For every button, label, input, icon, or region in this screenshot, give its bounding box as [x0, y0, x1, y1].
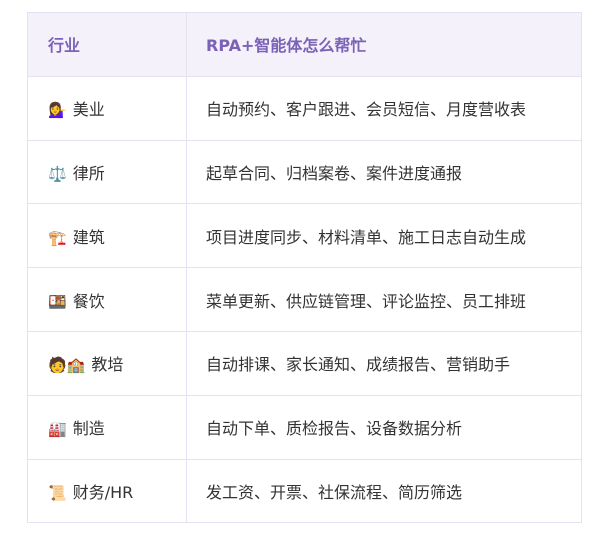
- construction-crane-icon: 🏗️: [48, 228, 67, 247]
- scroll-icon: 📜: [48, 483, 67, 502]
- industry-table: 行业 RPA+智能体怎么帮忙 💁‍♀️ 美业 自动预约、客户跟进、会员短信、月度营收…: [27, 12, 582, 524]
- woman-tipping-hand-icon: 💁‍♀️: [48, 101, 67, 120]
- help-cell: 自动预约、客户跟进、会员短信、月度营收表: [186, 75, 582, 141]
- help-cell: 发工资、开票、社保流程、简历筛选: [186, 458, 582, 524]
- help-cell: 自动排课、家长通知、成绩报告、营销助手: [186, 330, 582, 396]
- industry-label: 美业: [72, 100, 105, 120]
- factory-icon: 🏭: [48, 420, 67, 439]
- help-cell: 项目进度同步、材料清单、施工日志自动生成: [186, 203, 582, 269]
- help-cell: 菜单更新、供应链管理、评论监控、员工排班: [186, 267, 582, 332]
- header-industry: 行业: [27, 12, 187, 77]
- help-cell: 起草合同、归档案卷、案件进度通报: [186, 139, 582, 205]
- table-header-row: 行业 RPA+智能体怎么帮忙: [27, 12, 582, 77]
- table-row: ⚖️ 律所 起草合同、归档案卷、案件进度通报: [27, 139, 582, 205]
- table-row: 💁‍♀️ 美业 自动预约、客户跟进、会员短信、月度营收表: [27, 75, 582, 141]
- teacher-school-icon: 🧑🏫: [48, 356, 86, 375]
- industry-label: 律所: [72, 163, 105, 183]
- industry-cell: 🏭 制造: [27, 394, 187, 460]
- industry-cell: 🧑🏫 教培: [27, 330, 187, 396]
- header-help: RPA+智能体怎么帮忙: [186, 12, 582, 77]
- table-row: 🍱 餐饮 菜单更新、供应链管理、评论监控、员工排班: [27, 267, 582, 332]
- industry-label: 教培: [91, 355, 124, 375]
- industry-label: 制造: [72, 419, 105, 439]
- industry-cell: 🍱 餐饮: [27, 267, 187, 332]
- industry-label: 建筑: [72, 227, 105, 247]
- industry-cell: 🏗️ 建筑: [27, 203, 187, 269]
- table-row: 🏭 制造 自动下单、质检报告、设备数据分析: [27, 394, 582, 460]
- help-cell: 自动下单、质检报告、设备数据分析: [186, 394, 582, 460]
- industry-cell: ⚖️ 律所: [27, 139, 187, 205]
- table-row: 🧑🏫 教培 自动排课、家长通知、成绩报告、营销助手: [27, 330, 582, 396]
- scales-icon: ⚖️: [48, 164, 67, 183]
- bento-box-icon: 🍱: [48, 292, 67, 311]
- industry-cell: 📜 财务/HR: [27, 458, 187, 524]
- industry-label: 财务/HR: [72, 482, 134, 502]
- table-row: 📜 财务/HR 发工资、开票、社保流程、简历筛选: [27, 458, 582, 524]
- table-row: 🏗️ 建筑 项目进度同步、材料清单、施工日志自动生成: [27, 203, 582, 269]
- industry-label: 餐饮: [72, 291, 105, 311]
- industry-cell: 💁‍♀️ 美业: [27, 75, 187, 141]
